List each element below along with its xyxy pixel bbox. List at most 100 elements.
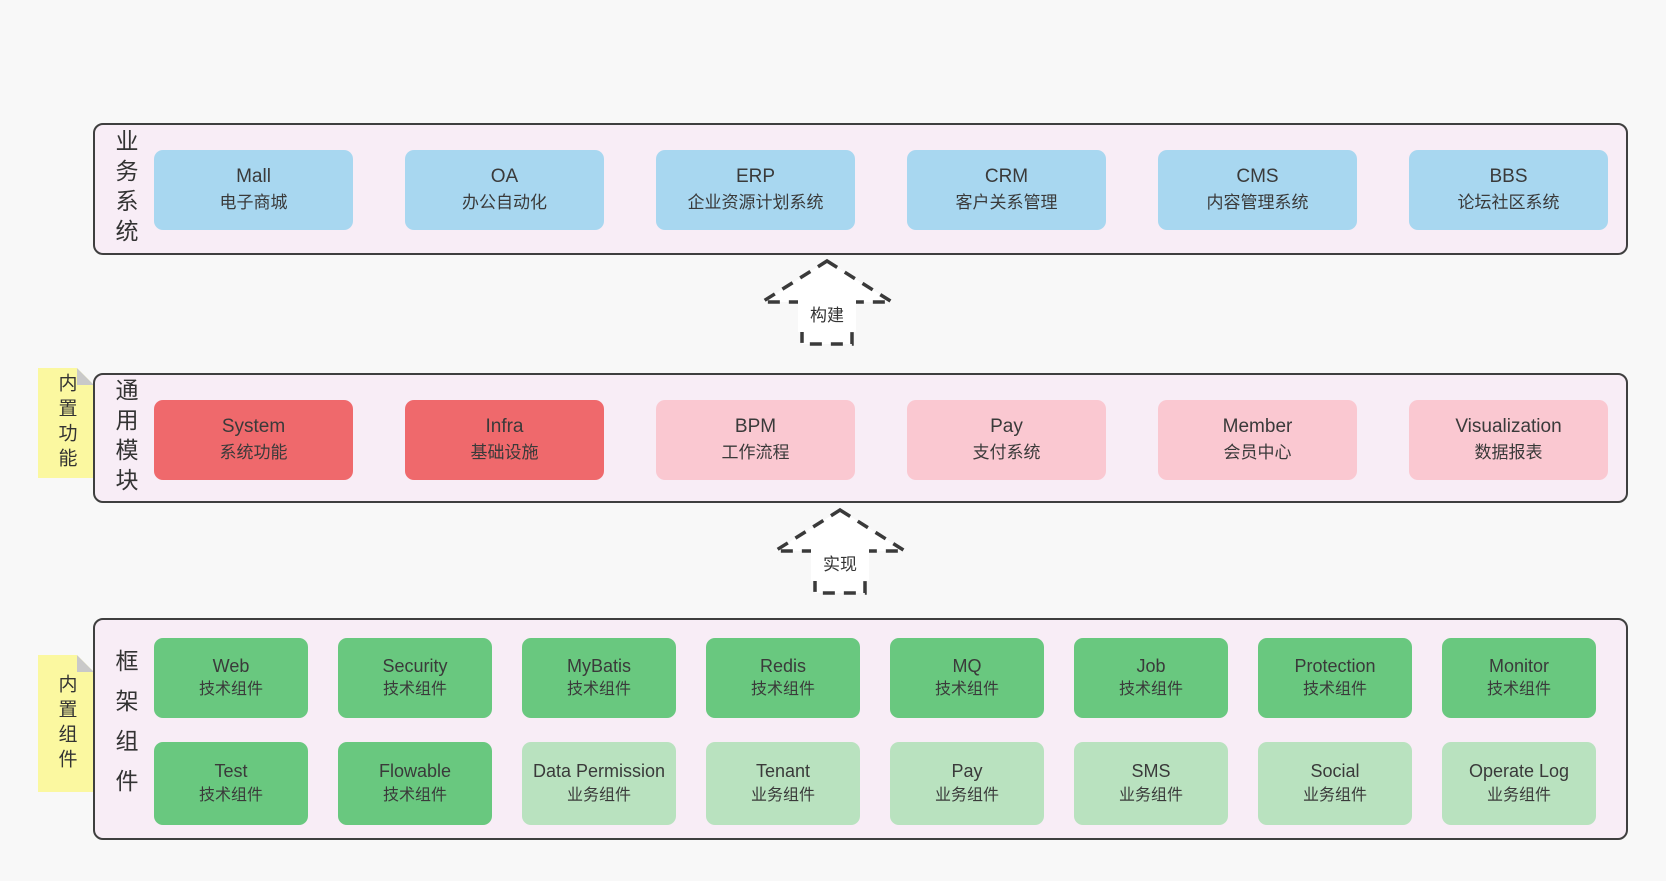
box-title: CRM [984, 166, 1029, 188]
box-subtitle: 客户关系管理 [955, 193, 1058, 213]
box-subtitle: 业务组件 [1118, 786, 1183, 804]
dashed-up-arrow-icon: 实现 [768, 507, 912, 595]
box-infra: Infra 基础设施 [405, 400, 604, 480]
box-title: CMS [1236, 166, 1279, 188]
box-mybatis: MyBatis 技术组件 [522, 638, 676, 718]
box-crm: CRM 客户关系管理 [907, 150, 1106, 230]
framework-boxes-grid: Web 技术组件 Security 技术组件 MyBatis 技术组件 Redi… [154, 638, 1596, 825]
box-title: Social [1310, 761, 1360, 782]
box-erp: ERP 企业资源计划系统 [656, 150, 855, 230]
box-subtitle: 业务组件 [1486, 786, 1551, 804]
box-subtitle: 数据报表 [1474, 443, 1543, 463]
box-subtitle: 办公自动化 [462, 193, 547, 213]
box-title: Operate Log [1468, 761, 1570, 782]
box-title: MyBatis [566, 655, 631, 676]
box-subtitle: 企业资源计划系统 [687, 193, 824, 213]
box-sms: SMS 业务组件 [1074, 742, 1228, 825]
box-subtitle: 系统功能 [219, 443, 288, 463]
box-title: Security [382, 655, 448, 676]
box-title: BBS [1489, 166, 1528, 188]
box-security: Security 技术组件 [338, 638, 492, 718]
box-subtitle: 电子商城 [219, 193, 288, 213]
implement-arrow: 实现 [765, 507, 915, 595]
box-data-permission: Data Permission 业务组件 [522, 742, 676, 825]
framework-components-panel: 框架组件 Web 技术组件 Security 技术组件 MyBatis 技术组件… [93, 618, 1628, 840]
box-mall: Mall 电子商城 [154, 150, 353, 230]
box-subtitle: 技术组件 [566, 681, 631, 699]
box-subtitle: 技术组件 [198, 681, 263, 699]
box-oa: OA 办公自动化 [405, 150, 604, 230]
box-subtitle: 会员中心 [1223, 443, 1292, 463]
arrow-label: 实现 [823, 555, 857, 574]
box-title: Monitor [1488, 655, 1550, 676]
box-subtitle: 业务组件 [566, 786, 631, 804]
box-bbs: BBS 论坛社区系统 [1409, 150, 1608, 230]
box-social: Social 业务组件 [1258, 742, 1412, 825]
modules-boxes-row: System 系统功能 Infra 基础设施 BPM 工作流程 Pay 支付系统… [154, 400, 1608, 480]
box-tenant: Tenant 业务组件 [706, 742, 860, 825]
business-systems-panel: 业务系统 Mall 电子商城 OA 办公自动化 ERP 企业资源计划系统 CRM… [93, 123, 1628, 255]
business-boxes-row: Mall 电子商城 OA 办公自动化 ERP 企业资源计划系统 CRM 客户关系… [154, 150, 1608, 230]
box-title: Mall [236, 166, 271, 188]
box-subtitle: 技术组件 [382, 681, 447, 699]
box-title: Flowable [378, 761, 452, 782]
box-title: ERP [735, 166, 776, 188]
box-title: MQ [952, 655, 982, 676]
arrow-label: 构建 [810, 306, 844, 325]
box-subtitle: 论坛社区系统 [1457, 193, 1560, 213]
box-bpm: BPM 工作流程 [656, 400, 855, 480]
box-subtitle: 技术组件 [1118, 681, 1183, 699]
box-pay: Pay 支付系统 [907, 400, 1106, 480]
box-flowable: Flowable 技术组件 [338, 742, 492, 825]
sticky-note-built-in-components: 内置组件 [38, 655, 94, 792]
box-test: Test 技术组件 [154, 742, 308, 825]
box-title: Test [214, 761, 248, 782]
panel-label-business-systems: 业务系统 [112, 129, 138, 249]
box-protection: Protection 技术组件 [1258, 638, 1412, 718]
box-title: Job [1136, 655, 1166, 676]
box-subtitle: 业务组件 [1302, 786, 1367, 804]
box-title: SMS [1131, 761, 1171, 782]
box-title: OA [490, 166, 519, 188]
sticky-label: 内置组件 [55, 673, 77, 774]
box-title: Web [212, 655, 250, 676]
box-subtitle: 技术组件 [382, 786, 447, 804]
box-title: System [221, 416, 286, 438]
box-mq: MQ 技术组件 [890, 638, 1044, 718]
common-modules-panel: 通用模块 System 系统功能 Infra 基础设施 BPM 工作流程 Pay… [93, 373, 1628, 503]
box-subtitle: 技术组件 [198, 786, 263, 804]
box-title: Infra [485, 416, 524, 438]
box-cms: CMS 内容管理系统 [1158, 150, 1357, 230]
dashed-up-arrow-icon: 构建 [755, 258, 899, 346]
box-subtitle: 业务组件 [750, 786, 815, 804]
box-subtitle: 业务组件 [934, 786, 999, 804]
box-title: Redis [759, 655, 807, 676]
box-subtitle: 内容管理系统 [1206, 193, 1309, 213]
box-title: BPM [734, 416, 777, 438]
box-web: Web 技术组件 [154, 638, 308, 718]
box-subtitle: 工作流程 [721, 443, 790, 463]
box-subtitle: 基础设施 [470, 443, 539, 463]
box-redis: Redis 技术组件 [706, 638, 860, 718]
box-operate-log: Operate Log 业务组件 [1442, 742, 1596, 825]
box-title: Pay [990, 416, 1023, 438]
box-visualization: Visualization 数据报表 [1409, 400, 1608, 480]
box-monitor: Monitor 技术组件 [1442, 638, 1596, 718]
box-title: Pay [951, 761, 983, 782]
box-system: System 系统功能 [154, 400, 353, 480]
box-job: Job 技术组件 [1074, 638, 1228, 718]
box-title: Visualization [1455, 416, 1562, 438]
build-arrow: 构建 [752, 258, 902, 346]
sticky-note-built-in-features: 内置功能 [38, 368, 94, 478]
panel-label-common-modules: 通用模块 [112, 378, 138, 498]
sticky-label: 内置功能 [55, 373, 77, 473]
box-subtitle: 技术组件 [1486, 681, 1551, 699]
panel-label-framework-components: 框架组件 [112, 649, 138, 809]
box-title: Protection [1294, 655, 1376, 676]
box-subtitle: 技术组件 [750, 681, 815, 699]
box-member: Member 会员中心 [1158, 400, 1357, 480]
box-subtitle: 支付系统 [972, 443, 1041, 463]
box-subtitle: 技术组件 [1302, 681, 1367, 699]
box-title: Member [1222, 416, 1293, 438]
